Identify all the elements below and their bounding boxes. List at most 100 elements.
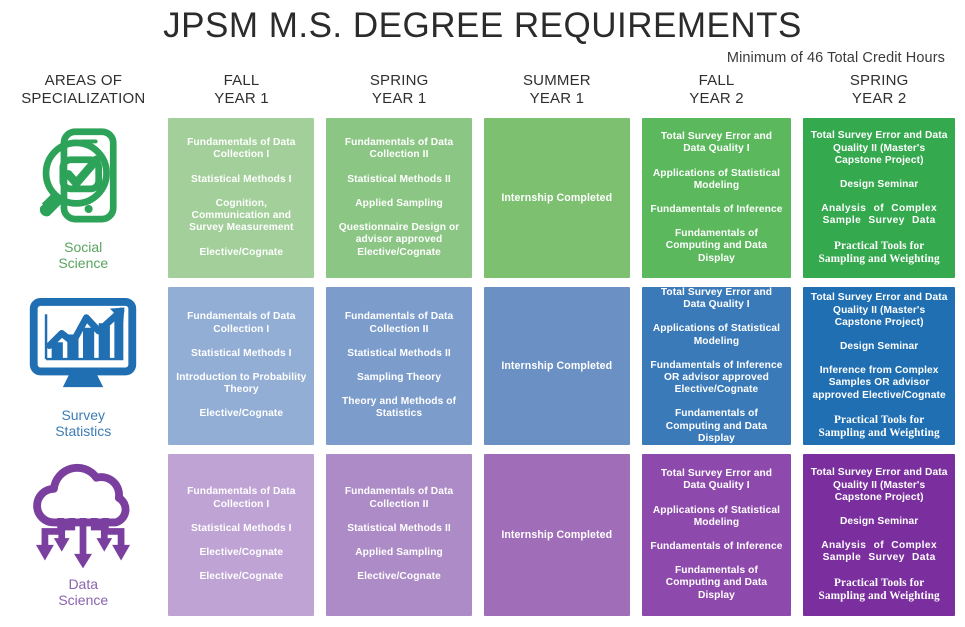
- course-item: Questionnaire Design or advisor approved…: [338, 222, 460, 258]
- course-item: Inference from Complex Samples OR adviso…: [812, 365, 946, 401]
- page-title: JPSM M.S. DEGREE REQUIREMENTS: [163, 6, 802, 45]
- course-item: Fundamentals of Data Collection II: [344, 137, 454, 161]
- course-item: Cognition, Communication and Survey Meas…: [189, 197, 294, 234]
- course-item: Practical Tools for Sampling and Weighti…: [818, 576, 940, 602]
- course-cell: Internship Completed: [483, 287, 630, 445]
- course-item: Fundamentals of Data Collection I: [187, 311, 296, 335]
- specialization-label-line1: Social: [64, 239, 103, 255]
- course-cell: Fundamentals of Data Collection II Statis…: [326, 287, 472, 445]
- course-item: Total Survey Error and Data Quality II (…: [810, 467, 948, 503]
- course-item: Fundamentals of Data Collection I: [187, 137, 296, 161]
- course-item: Elective/Cognate: [357, 571, 441, 583]
- course-item: Design Seminar: [839, 340, 919, 352]
- specialization-label-line2: Science: [58, 255, 109, 271]
- course-cell: Total Survey Error and Data Quality I App…: [641, 118, 792, 278]
- course-cell: Total Survey Error and Data Quality I App…: [641, 454, 792, 616]
- column-headers: AREAS OF SPECIALIZATION FALL YEAR 1 SPRI…: [0, 72, 965, 108]
- course-item: Total Survey Error and Data Quality I: [660, 468, 773, 492]
- column-header-spring-year-2: SPRING YEAR 2: [797, 72, 961, 108]
- course-item: Applications of Statistical Modeling: [652, 504, 781, 528]
- course-item: Design Seminar: [839, 516, 919, 527]
- column-header-line2: SPECIALIZATION: [21, 90, 146, 107]
- column-header-line1: AREAS OF: [44, 72, 123, 89]
- course-cell: Total Survey Error and Data Quality I App…: [641, 286, 792, 445]
- course-item: Total Survey Error and Data Quality II (…: [810, 292, 948, 328]
- course-item: Analysis of Complex Sample Survey Data: [821, 540, 938, 564]
- course-item: Fundamentals of Computing and Data Displ…: [665, 565, 768, 601]
- course-item: Applied Sampling: [355, 547, 443, 559]
- monitor-bar-chart-icon: [30, 298, 137, 388]
- cloud-download-arrows-icon: [33, 463, 131, 569]
- course-item: Fundamentals of Inference OR advisor app…: [650, 359, 783, 396]
- course-item: Statistical Methods I: [191, 347, 292, 359]
- column-header-line2: YEAR 1: [214, 90, 269, 107]
- column-header-specialization: AREAS OF SPECIALIZATION: [4, 72, 163, 108]
- credit-hours-note: Minimum of 46 Total Credit Hours: [726, 50, 945, 66]
- column-header-line1: FALL: [223, 72, 260, 89]
- course-item: Applications of Statistical Modeling: [652, 323, 781, 347]
- specialization-label-line2: Science: [58, 592, 109, 608]
- course-item: Total Survey Error and Data Quality II (…: [810, 130, 948, 166]
- course-item: Practical Tools for Sampling and Weighti…: [818, 413, 940, 439]
- course-item: Fundamentals of Computing and Data Displ…: [665, 408, 768, 444]
- course-item: Fundamentals of Data Collection I: [187, 486, 296, 510]
- course-item: Total Survey Error and Data Quality I: [660, 131, 773, 155]
- course-item: Internship Completed: [501, 191, 613, 204]
- course-item: Applications of Statistical Modeling: [652, 167, 781, 191]
- course-item: Statistical Methods II: [347, 173, 451, 185]
- column-header-line1: SUMMER: [522, 72, 591, 89]
- course-item: Elective/Cognate: [199, 246, 284, 258]
- column-header-fall-year-2: FALL YEAR 2: [636, 72, 798, 108]
- course-item: Fundamentals of Computing and Data Displ…: [665, 228, 768, 264]
- course-item: Fundamentals of Inference: [650, 541, 783, 552]
- course-cell: Total Survey Error and Data Quality II (…: [803, 454, 955, 616]
- phone-survey-magnifier-icon: [40, 128, 117, 223]
- course-cell: Total Survey Error and Data Quality II (…: [803, 287, 955, 445]
- course-cell: Fundamentals of Data Collection II Statis…: [326, 118, 472, 278]
- course-item: Analysis of Complex Sample Survey Data: [821, 203, 938, 227]
- course-item: Fundamentals of Data Collection II: [344, 311, 454, 335]
- course-item: Fundamentals of Inference: [650, 204, 783, 215]
- column-header-line1: SPRING: [849, 72, 909, 89]
- course-item: Fundamentals of Data Collection II: [344, 486, 454, 510]
- course-item: Elective/Cognate: [199, 547, 284, 559]
- course-cell: Internship Completed: [483, 118, 630, 278]
- course-item: Introduction to Probability Theory: [176, 372, 307, 396]
- column-header-line1: SPRING: [369, 72, 429, 89]
- course-item: Internship Completed: [501, 528, 613, 541]
- column-header-line2: YEAR 1: [371, 90, 427, 107]
- course-item: Theory and Methods of Statistics: [341, 396, 457, 420]
- specialization-label-line1: Data: [68, 576, 99, 592]
- course-item: Applied Sampling: [355, 197, 443, 209]
- course-item: Internship Completed: [501, 359, 613, 372]
- course-item: Statistical Methods II: [347, 522, 451, 534]
- course-item: Practical Tools for Sampling and Weighti…: [818, 239, 940, 265]
- course-item: Statistical Methods I: [191, 173, 292, 185]
- column-header-summer-year-1: SUMMER YEAR 1: [478, 72, 636, 108]
- course-item: Statistical Methods I: [191, 522, 292, 534]
- course-cell: Fundamentals of Data Collection I Statist…: [168, 454, 315, 616]
- course-item: Elective/Cognate: [199, 571, 284, 583]
- specialization-label-line2: Statistics: [55, 423, 112, 439]
- course-cell: Fundamentals of Data Collection I Statist…: [168, 287, 315, 445]
- column-header-line2: YEAR 2: [689, 90, 744, 107]
- column-header-line2: YEAR 1: [529, 90, 585, 107]
- column-header-line2: YEAR 2: [851, 90, 907, 107]
- course-item: Statistical Methods II: [347, 347, 451, 359]
- course-item: Total Survey Error and Data Quality I: [660, 286, 773, 311]
- course-cell: Fundamentals of Data Collection I Statist…: [168, 118, 315, 278]
- column-header-spring-year-1: SPRING YEAR 1: [320, 72, 478, 108]
- course-cell: Internship Completed: [483, 454, 630, 616]
- course-cell: Total Survey Error and Data Quality II (…: [803, 118, 955, 278]
- course-cell: Fundamentals of Data Collection II Statis…: [326, 454, 472, 616]
- column-header-fall-year-1: FALL YEAR 1: [163, 72, 321, 108]
